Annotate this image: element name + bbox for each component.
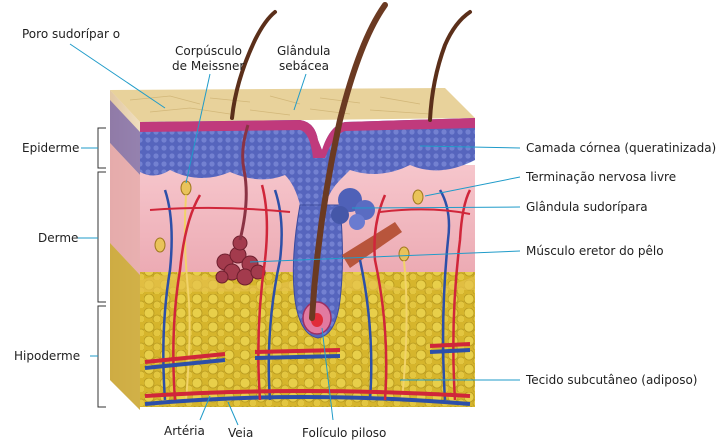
skin-surface [110, 88, 475, 122]
label-epiderme: Epiderme [22, 141, 79, 155]
label-corpusculo-line2: de Meissner [172, 59, 244, 73]
label-hipoderme: Hipoderme [14, 349, 80, 363]
label-derme: Derme [38, 231, 78, 245]
label-foliculo-piloso: Folículo piloso [302, 426, 386, 440]
label-poro-sudoriparo: Poro sudorípar o [22, 27, 120, 41]
label-arteria: Artéria [164, 424, 205, 438]
label-veia: Veia [228, 426, 253, 440]
label-camada-cornea: Camada córnea (queratinizada) [526, 141, 716, 155]
meissner-corpuscle [181, 181, 191, 195]
label-tecido-subcutaneo: Tecido subcutâneo (adiposo) [525, 373, 697, 387]
label-glandula-sudoripara: Glândula sudorípara [526, 200, 648, 214]
label-glandula-sebacea-line2: sebácea [279, 59, 329, 73]
label-musculo-eretor: Músculo eretor do pêlo [526, 244, 664, 258]
label-terminacao-nervosa: Terminação nervosa livre [525, 170, 676, 184]
layer-brackets [76, 128, 106, 407]
label-corpusculo-line1: Corpúsculo [175, 44, 242, 58]
label-glandula-sebacea-line1: Glândula [277, 44, 331, 58]
